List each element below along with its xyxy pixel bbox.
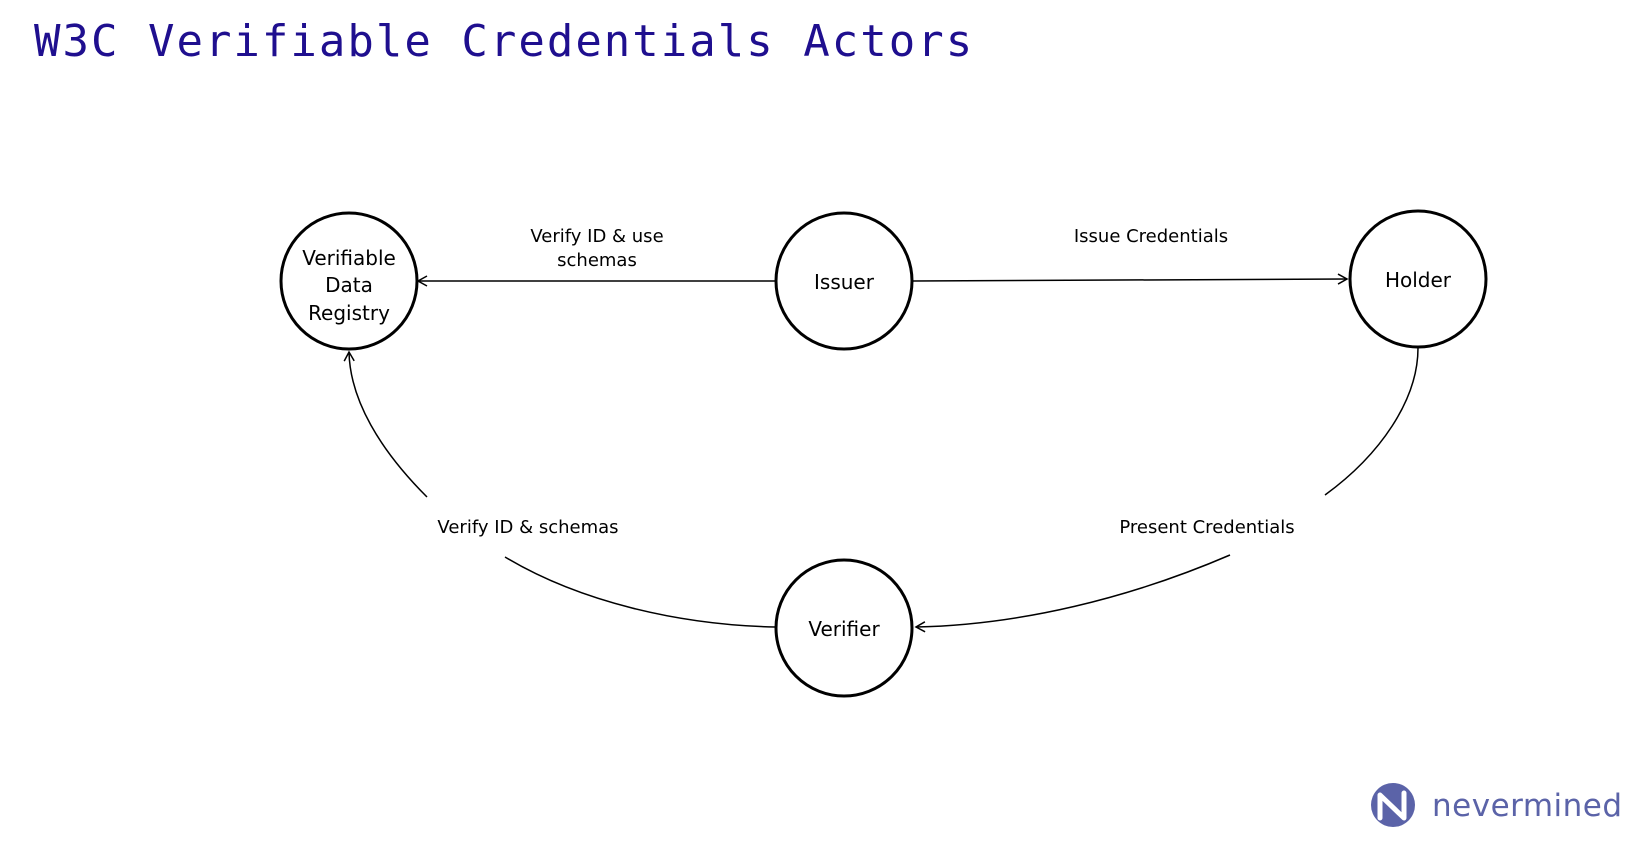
registry-label-line-2: Data	[325, 273, 373, 297]
issuer-to-holder-label: Issue Credentials	[1074, 226, 1228, 247]
node-registry	[279, 211, 419, 351]
registry-label-line-3: Registry	[308, 301, 390, 325]
edge-holder-to-verifier-lower	[914, 554, 1231, 633]
slide-title: W3C Verifiable Credentials Actors	[34, 16, 975, 67]
holder-label: Holder	[1385, 268, 1452, 292]
nevermined-logo-icon	[1371, 783, 1415, 827]
edge-verifier-to-registry-lower	[504, 556, 776, 628]
node-holder	[1348, 209, 1488, 349]
node-verifier	[774, 558, 914, 698]
issuer-to-registry-label-line-1: Verify ID & use	[530, 226, 663, 247]
brand: nevermined	[1368, 780, 1628, 836]
issuer-to-registry-label-line-2: schemas	[557, 250, 637, 271]
edge-holder-to-verifier	[1324, 347, 1419, 496]
verifier-to-registry-label: Verify ID & schemas	[437, 517, 618, 538]
node-issuer	[774, 211, 914, 351]
edge-verifier-to-registry	[343, 350, 428, 498]
brand-name: nevermined	[1432, 788, 1623, 824]
holder-to-verifier-label: Present Credentials	[1119, 517, 1294, 538]
registry-label-line-1: Verifiable	[302, 246, 396, 270]
verifier-label: Verifier	[808, 617, 880, 641]
edge-issuer-to-holder	[912, 273, 1349, 285]
issuer-label: Issuer	[814, 270, 875, 294]
